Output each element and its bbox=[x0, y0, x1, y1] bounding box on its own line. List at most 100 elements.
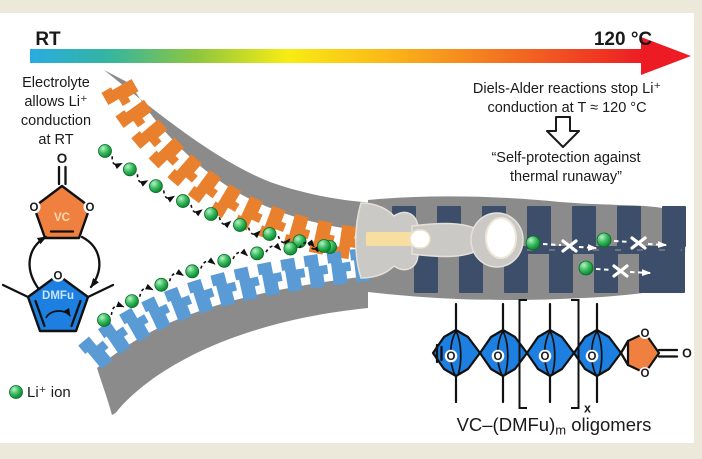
oligomer-unit: O bbox=[525, 302, 576, 404]
oligomer-oxygen-bg bbox=[444, 349, 458, 363]
left-note-line3: conduction bbox=[21, 113, 91, 129]
ion-path-arrow bbox=[168, 269, 184, 282]
vc-carbonyl-oxygen: O bbox=[57, 151, 68, 166]
dmfu-molecule: O DMFu bbox=[1, 268, 115, 333]
blocked-arrow bbox=[578, 260, 652, 278]
ion-path-arrow bbox=[247, 227, 261, 239]
gradient-bar bbox=[30, 49, 643, 63]
li-ion-legend: Li⁺ ion bbox=[9, 384, 71, 401]
li-ion bbox=[217, 253, 232, 268]
zipper-tooth-navy bbox=[639, 252, 663, 293]
li-ion bbox=[185, 264, 200, 279]
li-ion bbox=[525, 235, 541, 251]
li-ion-legend-swatch bbox=[9, 385, 23, 399]
bracket-subscript: x bbox=[584, 402, 591, 416]
blocked-arrow bbox=[596, 232, 668, 250]
li-ion bbox=[317, 239, 331, 253]
zipper-bottom-band bbox=[97, 276, 368, 415]
ion-path-arrow bbox=[200, 257, 216, 269]
blocked-ion-paths bbox=[525, 232, 668, 278]
li-ion bbox=[98, 144, 112, 158]
oligomer-oxygen: O bbox=[494, 351, 503, 363]
oligomer-oxygen-bg bbox=[538, 349, 552, 363]
li-ion-hopping-paths bbox=[97, 144, 337, 327]
zipper-slider bbox=[355, 202, 524, 279]
oligomer-oxygen: O bbox=[447, 351, 456, 363]
li-ion bbox=[283, 241, 298, 256]
slider-pull-tab bbox=[366, 232, 412, 246]
carbonate-oxygen: O bbox=[641, 368, 650, 380]
ion-path-arrow bbox=[298, 239, 315, 249]
zipper-tooth-navy bbox=[459, 252, 483, 293]
li-ion-legend-label: Li⁺ ion bbox=[27, 384, 71, 401]
ion-path-arrow bbox=[190, 204, 203, 217]
zipper-tooth-navy bbox=[594, 252, 618, 293]
slider-ring-hole bbox=[485, 217, 517, 259]
carbonate-oxygen: O bbox=[641, 328, 650, 340]
zipper-tooth-navy bbox=[414, 252, 438, 293]
dmfu-label: DMFu bbox=[42, 290, 74, 302]
rt-label: RT bbox=[35, 29, 61, 50]
oligomer-oxygen: O bbox=[588, 351, 597, 363]
quote-line1: “Self-protection against bbox=[491, 150, 640, 166]
li-ion bbox=[204, 207, 218, 221]
quote-line2: thermal runaway” bbox=[510, 169, 622, 185]
vc-label: VC bbox=[54, 212, 70, 224]
oligomer-label: VC–(DMFu)m oligomers bbox=[457, 414, 652, 438]
right-note-line2: conduction at T ≈ 120 °C bbox=[487, 100, 646, 116]
oligomer-oxygen-bg bbox=[491, 349, 505, 363]
right-annotation: Diels-Alder reactions stop Li⁺ conductio… bbox=[473, 81, 661, 185]
slider-tab-cap bbox=[409, 229, 431, 249]
vc-ring-oxygen-bg bbox=[83, 200, 97, 214]
li-ion bbox=[578, 260, 594, 276]
blocked-arrow bbox=[525, 235, 598, 253]
ion-path-arrow bbox=[218, 217, 232, 229]
oligomer-oxygen-bg bbox=[585, 349, 599, 363]
zipper-tooth-navy bbox=[549, 252, 573, 293]
ion-path-arrow bbox=[277, 235, 291, 247]
ion-path-arrow bbox=[136, 174, 149, 187]
temperature-gradient-arrow: RT 120 °C bbox=[30, 29, 691, 75]
li-ion bbox=[262, 227, 277, 241]
ion-path-arrow bbox=[111, 156, 123, 170]
li-ion bbox=[97, 313, 111, 327]
vc-ring-oxygen: O bbox=[30, 202, 39, 214]
vc-ring-oxygen: O bbox=[86, 202, 95, 214]
li-ion bbox=[176, 194, 190, 208]
li-ion bbox=[154, 277, 169, 292]
left-note-line4: at RT bbox=[38, 132, 73, 148]
ion-path-arrow bbox=[138, 283, 154, 297]
vc-ring-oxygen-bg bbox=[27, 200, 41, 214]
left-note-line2: allows Li⁺ bbox=[24, 94, 87, 110]
polymer-bracket: x bbox=[518, 299, 591, 416]
ion-path-arrow bbox=[110, 301, 125, 316]
right-note-line1: Diels-Alder reactions stop Li⁺ bbox=[473, 81, 661, 97]
zipper-tooth-navy bbox=[662, 206, 686, 247]
down-arrow-icon bbox=[546, 116, 580, 148]
left-annotation: Electrolyte allows Li⁺ conduction at RT bbox=[21, 75, 91, 148]
dmfu-ring bbox=[26, 273, 90, 333]
li-ion bbox=[596, 232, 612, 248]
ion-path-arrow bbox=[232, 248, 249, 260]
zipper-tooth-navy bbox=[617, 206, 641, 247]
ion-path-arrow bbox=[162, 190, 176, 203]
zipper-tooth-navy bbox=[661, 252, 685, 293]
gradient-arrowhead-icon bbox=[641, 37, 691, 75]
li-ion bbox=[233, 218, 247, 232]
dmfu-oxygen-bg bbox=[51, 268, 65, 282]
li-ion bbox=[125, 294, 139, 309]
left-note-line1: Electrolyte bbox=[22, 75, 90, 91]
vc-molecule: O O O VC bbox=[27, 151, 97, 240]
ion-path-arrow bbox=[265, 242, 282, 253]
reaction-cycle-arrows bbox=[28, 235, 101, 290]
temp-120-label: 120 °C bbox=[594, 29, 653, 50]
dmfu-oxygen: O bbox=[54, 270, 63, 282]
li-ion bbox=[250, 246, 264, 261]
closed-zipper-center-strip bbox=[391, 246, 685, 254]
oligomer-oxygen: O bbox=[541, 351, 550, 363]
li-ion bbox=[122, 162, 137, 177]
carbonate-ring: O O O bbox=[619, 327, 692, 380]
